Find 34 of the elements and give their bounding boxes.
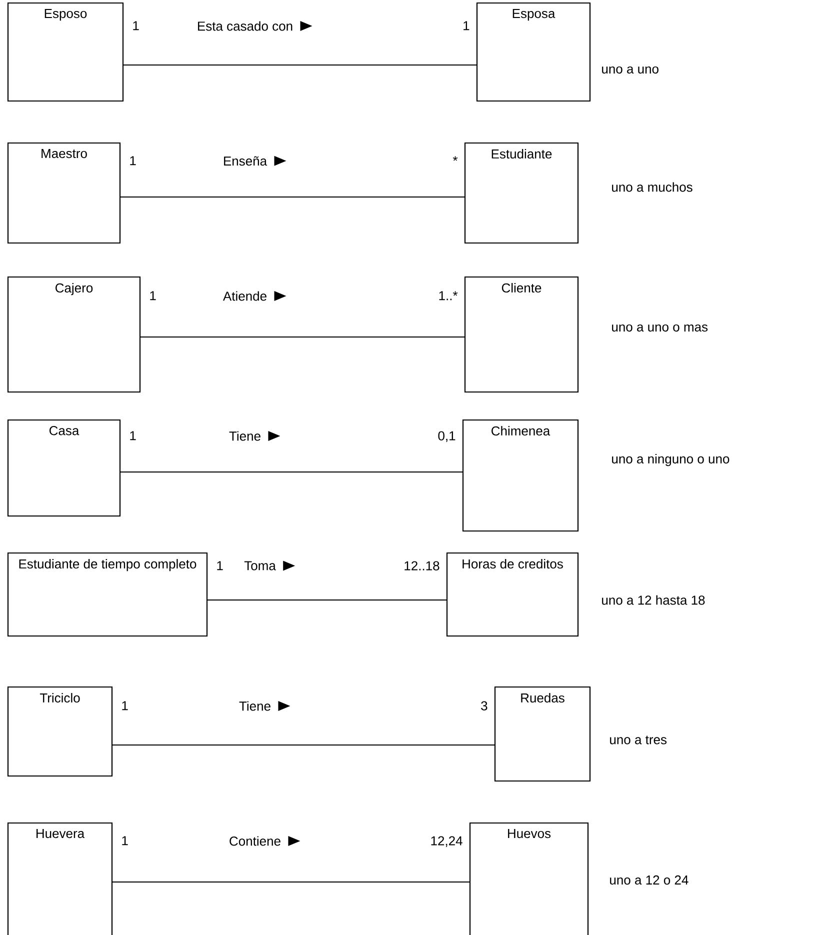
class-box: Maestro <box>7 142 121 244</box>
class-box: Casa <box>7 419 121 517</box>
class-box: Chimenea <box>462 419 579 532</box>
class-box: Triciclo <box>7 686 113 777</box>
class-box: Huevos <box>469 822 589 935</box>
edge-label: Enseña <box>224 156 268 166</box>
edge-label: Tiene <box>229 431 260 441</box>
association-line <box>122 64 478 66</box>
class-box: Esposo <box>7 2 124 102</box>
description-text: uno a uno o mas <box>612 324 708 332</box>
edge-label: Esta casado con <box>198 21 292 31</box>
edge-label: Toma <box>244 561 276 570</box>
class-box: Esposa <box>476 2 591 102</box>
class-box: Huevera <box>7 822 113 935</box>
class-box: Horas de creditos <box>446 552 579 637</box>
description-text: uno a tres <box>610 736 667 744</box>
edge-label: Atiende <box>222 291 266 301</box>
class-box: Estudiante <box>464 142 579 244</box>
description-text: uno a uno <box>602 66 658 74</box>
class-box: Estudiante de tiempo completo <box>7 552 208 637</box>
edge-label: Tiene <box>239 701 270 711</box>
description-text: uno a ninguno o uno <box>612 454 730 466</box>
description-text: uno a muchos <box>612 182 692 192</box>
class-box: Cliente <box>464 276 579 393</box>
association-line <box>112 744 496 746</box>
multiplicity: 12..18 <box>404 561 440 570</box>
class-box: Cajero <box>7 276 141 393</box>
class-box: Ruedas <box>494 686 591 782</box>
multiplicity: 1 <box>130 431 136 440</box>
association-line <box>120 196 466 198</box>
edge-label: Contiene <box>230 836 280 846</box>
description-text: uno a 12 o 24 <box>610 875 688 885</box>
description-text: uno a 12 hasta 18 <box>602 595 705 605</box>
association-line <box>140 336 466 338</box>
